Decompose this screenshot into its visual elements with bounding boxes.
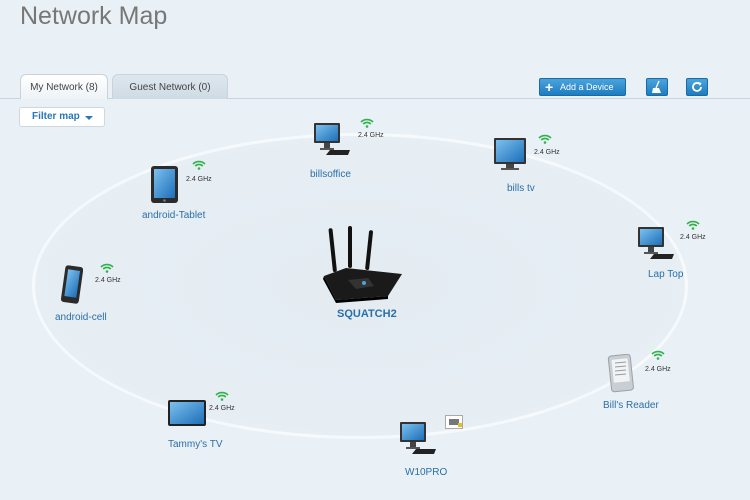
- device-tammys-tv[interactable]: [167, 399, 207, 431]
- tablet-icon: [151, 166, 178, 203]
- band-label: 2.4 GHz: [645, 366, 671, 373]
- broom-icon: [652, 80, 661, 93]
- broom-tool-button[interactable]: [646, 78, 668, 96]
- ethernet-port-icon: [445, 415, 463, 429]
- add-device-label: Add a Device: [560, 82, 614, 92]
- filter-map-dropdown[interactable]: Filter map: [19, 107, 105, 127]
- wifi-icon: [192, 160, 206, 170]
- add-device-button[interactable]: + Add a Device: [539, 78, 626, 96]
- wifi-icon: [215, 391, 229, 401]
- device-label[interactable]: android-cell: [55, 312, 107, 323]
- band-label: 2.4 GHz: [209, 405, 235, 412]
- plus-icon: +: [545, 79, 554, 95]
- wifi-icon: [651, 350, 665, 360]
- phone-icon: [60, 265, 84, 304]
- monitor-icon: [494, 138, 526, 170]
- filter-map-label: Filter map: [32, 111, 80, 122]
- device-lap-top[interactable]: [636, 226, 676, 262]
- device-label[interactable]: Lap Top: [648, 269, 684, 280]
- tv-icon: [168, 400, 206, 426]
- device-label[interactable]: billsoffice: [310, 169, 351, 180]
- band-label: 2.4 GHz: [186, 176, 212, 183]
- desktop-monitor-icon: [636, 226, 676, 262]
- device-label[interactable]: Bill's Reader: [603, 400, 659, 411]
- caret-down-icon: [85, 116, 93, 120]
- device-bills-reader[interactable]: [607, 353, 637, 394]
- device-bills-tv[interactable]: [492, 137, 532, 173]
- device-label[interactable]: bills tv: [507, 183, 535, 194]
- band-label: 2.4 GHz: [358, 132, 384, 139]
- device-billsoffice[interactable]: [312, 122, 352, 158]
- page-title: Network Map: [20, 2, 168, 30]
- device-android-cell[interactable]: [60, 265, 84, 305]
- router-device[interactable]: [318, 226, 408, 306]
- tab-guest-network[interactable]: Guest Network (0): [112, 74, 228, 99]
- device-w10pro[interactable]: [398, 421, 438, 457]
- refresh-icon: [692, 82, 702, 92]
- band-label: 2.4 GHz: [680, 234, 706, 241]
- device-label[interactable]: Tammy's TV: [168, 439, 223, 450]
- wifi-icon: [538, 134, 552, 144]
- device-label[interactable]: W10PRO: [405, 467, 448, 478]
- router-icon: [323, 226, 402, 303]
- router-name[interactable]: SQUATCH2: [337, 308, 397, 320]
- tab-my-network[interactable]: My Network (8): [20, 74, 108, 99]
- desktop-monitor-icon: [398, 421, 438, 457]
- device-label[interactable]: android-Tablet: [142, 210, 206, 221]
- band-label: 2.4 GHz: [95, 277, 121, 284]
- refresh-button[interactable]: [686, 78, 708, 96]
- desktop-monitor-icon: [312, 122, 352, 158]
- ereader-icon: [607, 353, 634, 393]
- tab-bar: My Network (8) Guest Network (0): [0, 74, 750, 99]
- device-android-tablet[interactable]: [150, 165, 180, 205]
- band-label: 2.4 GHz: [534, 149, 560, 156]
- wifi-icon: [360, 118, 374, 128]
- wifi-icon: [100, 263, 114, 273]
- wifi-icon: [686, 220, 700, 230]
